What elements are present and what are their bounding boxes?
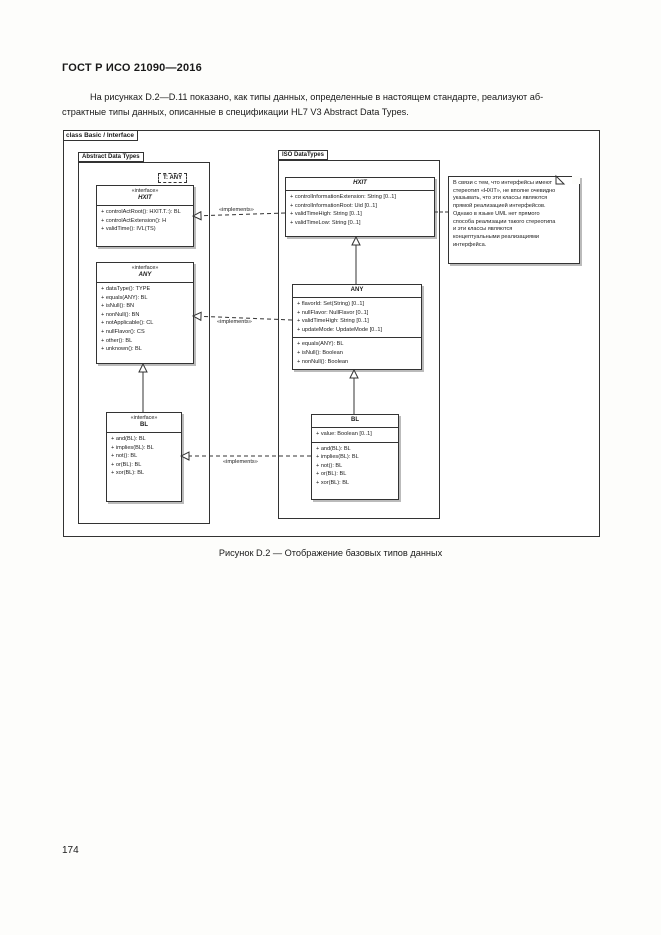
operation-row: + and(BL): BL [111,436,146,442]
page-number: 174 [62,845,79,856]
operation-row: + other(): BL [101,337,133,344]
bl-interface: «interface» BL + and(BL): BL + implies(B… [106,412,182,502]
frame-label: class Basic / Interface [64,131,138,141]
note-line: указывать, что эти классы являются [453,195,548,202]
class-name: BL [351,417,359,423]
operation-row: + or(BL): BL [111,461,142,468]
note-line: Однако в языке UML нет прямого [453,210,540,217]
note-line: способа реализации такого стереотипа [453,218,556,225]
stereotype: «interface» [130,415,158,421]
note-line: интерфейса. [453,241,487,248]
attribute-row: + value: Boolean [0..1] [316,431,372,437]
operation-row: + implies(BL): BL [111,444,154,451]
operation-row: + implies(BL): BL [316,454,359,461]
operation-row: + unknown(): BL [101,346,142,353]
intro-line-2: страктные типы данных, описанные в специ… [62,107,409,117]
package-tab-abstract-data-types: Abstract Data Types [78,152,144,162]
page-header: ГОСТ Р ИСО 21090—2016 [62,62,202,74]
note-line: стереотип «HXIT», не вполне очевидно [453,187,556,194]
template-parameter: T: ANY [158,173,188,183]
attribute-row: + controlInformationRoot: Uid [0..1] [290,202,377,209]
bl-class: BL + value: Boolean [0..1] + and(BL): BL… [311,414,399,500]
hxit-interface: «interface» HXIT + controlActRoot(): HXI… [96,185,194,247]
operation-row: + nullFlavor(): CS [101,328,145,335]
operation-row: + xor(BL): BL [111,470,145,477]
attribute-row: + validTimeHigh: String [0..1] [290,211,362,218]
class-name: HXIT [353,180,367,186]
any-interface: «interface» ANY + dataType(): TYPE + equ… [96,262,194,364]
intro-paragraph: На рисунках D.2—D.11 показано, как типы … [62,90,602,120]
operation-row: + nonNull(): Boolean [297,358,349,365]
implements-label: «implements» [222,459,259,465]
operation-row: + dataType(): TYPE [101,286,151,292]
note-line: В связи с тем, что интерфейсы имеют [453,180,553,186]
hxit-class: HXIT + controlInformationExtension: Stri… [285,177,435,237]
operation-row: + nonNull(): BN [101,311,140,318]
stereotype: «interface» [131,265,159,271]
operation-row: + or(BL): BL [316,471,347,478]
explanatory-note: В связи с тем, что интерфейсы имеют стер… [448,176,580,264]
hxit-interface-header: «interface» HXIT [97,186,193,206]
operation-row: + equals(ANY): BL [101,294,148,301]
attribute-row: + validTimeLow: String [0..1] [290,219,361,226]
class-name: ANY [350,287,364,293]
operation-row: + not(): BL [316,462,343,469]
attribute-row: + flavorId: Set(String) [0..1] [297,301,364,307]
operation-row: + not(): BL [111,453,138,460]
any-class: ANY + flavorId: Set(String) [0..1] + nul… [292,284,422,370]
note-fold [572,176,580,184]
operation-row: + xor(BL): BL [316,479,350,486]
figure-caption: Рисунок D.2 — Отображение базовых типов … [218,548,443,558]
note-line: прямой реализацией интерфейсов. [453,203,546,210]
implements-label: «implements» [216,319,253,325]
note-fold-line [555,174,566,185]
implements-label: «implements» [218,207,255,213]
operation-row: + isNull(): Boolean [297,349,343,356]
attribute-row: + controlInformationExtension: String [0… [290,194,396,200]
package-tab-iso-datatypes: ISO DataTypes [278,150,328,160]
operation-row: + controlActExtension(): H [101,217,167,224]
operation-row: + isNull(): BN [101,303,135,310]
attribute-row: + validTimeHigh: String [0..1] [297,318,369,325]
operation-row: + notApplicable(): CL [101,320,154,327]
class-name: HXIT [138,195,152,201]
operation-row: + controlActRoot(): HXIT.T.:): BL [101,209,181,215]
note-line: и эти классы являются [453,226,513,233]
class-name: BL [140,422,148,428]
operation-row: + validTime(): IVL(TS) [101,226,156,233]
attribute-row: + updateMode: UpdateMode [0..1] [297,326,383,333]
operation-row: + equals(ANY): BL [297,341,344,348]
attribute-row: + nullFlavor: NullFlavor [0..1] [297,309,369,316]
operation-row: + and(BL): BL [316,445,351,452]
class-name: ANY [138,272,152,278]
realization-any [193,316,293,320]
intro-line-1: На рисунках D.2—D.11 показано, как типы … [90,92,544,102]
stereotype: «interface» [131,188,159,194]
realization-hxit [193,213,286,216]
note-line: концептуальными реализациями [453,233,539,240]
